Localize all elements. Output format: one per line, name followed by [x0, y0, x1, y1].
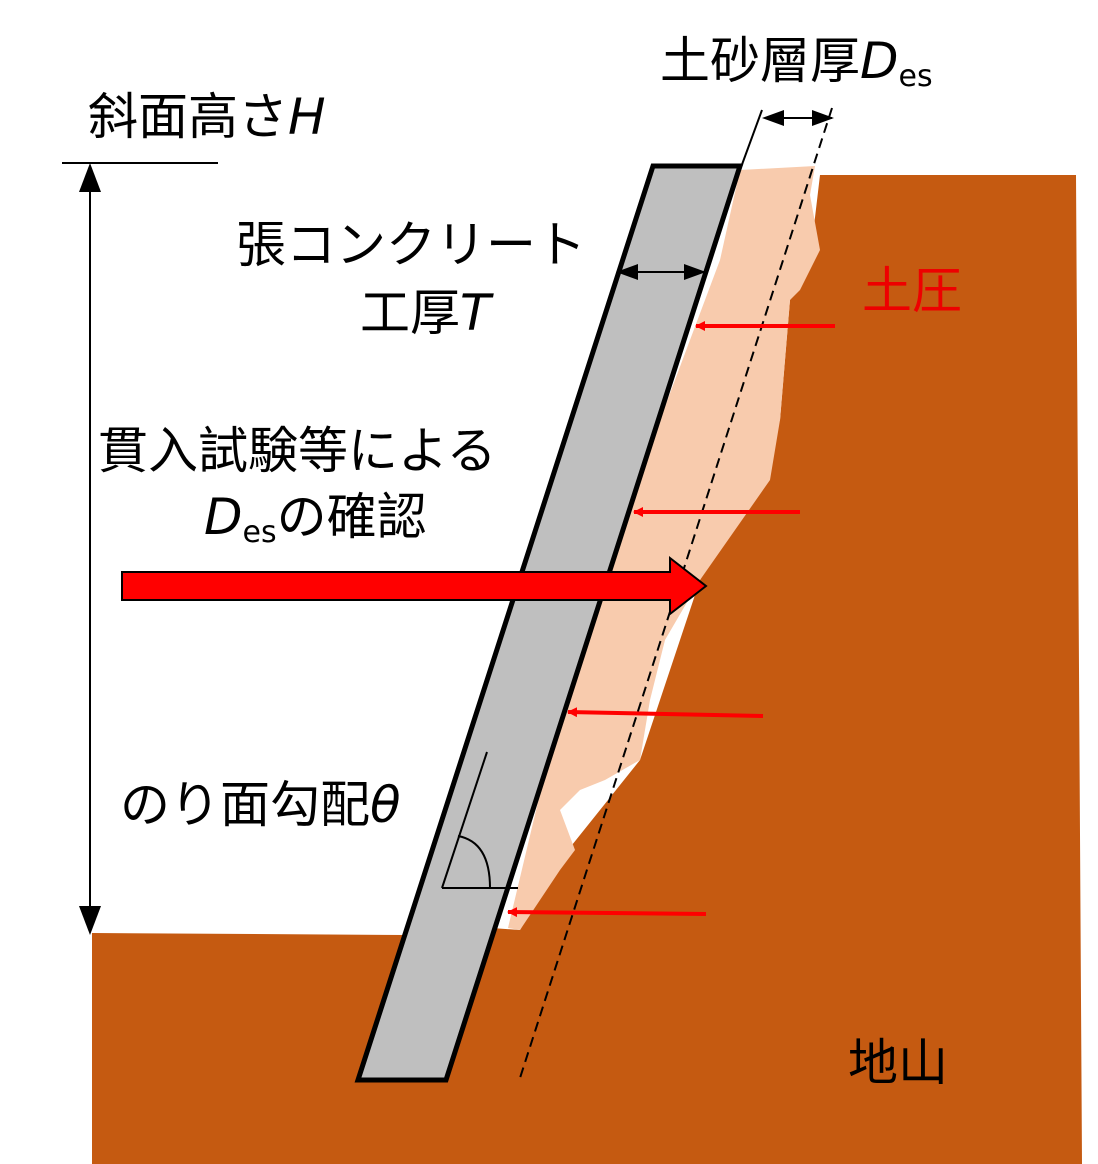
- soil-layer: [508, 166, 820, 930]
- soil-thickness-arrow-left: [762, 110, 784, 126]
- slope-height-label: 斜面高さH: [88, 88, 326, 146]
- concrete-thickness-arrow-left: [616, 264, 638, 280]
- concrete-thickness-label-line1: 張コンクリート: [236, 216, 586, 274]
- angle-vertical-line: [441, 751, 488, 889]
- earth-pressure-label: 土圧: [862, 262, 962, 320]
- earth-pressure-arrow-4: [507, 907, 707, 918]
- earth-pressure-arrow-3: [567, 707, 764, 718]
- penetration-test-label-line2: Desの確認: [204, 488, 427, 550]
- angle-arc: [457, 835, 491, 889]
- penetration-test-arrow: [121, 555, 708, 617]
- natural-ground: [92, 175, 1082, 1164]
- soil-thickness-left-tick: [739, 109, 763, 171]
- slope-gradient-label: のり面勾配θ: [120, 776, 401, 834]
- soil-thickness-arrow-right: [812, 110, 834, 126]
- penetration-test-label-line1: 貫入試験等による: [98, 422, 497, 480]
- natural-ground-label: 地山: [848, 1034, 948, 1092]
- soil-layer-dashed-line: [519, 107, 833, 1079]
- concrete-thickness-label-line2: 工厚T: [360, 284, 494, 342]
- concrete-thickness-arrow-right: [684, 264, 706, 280]
- slope-height-arrow-down: [79, 906, 101, 935]
- soil-thickness-label: 土砂層厚Des: [660, 32, 933, 94]
- slope-height-arrow-up: [79, 163, 101, 192]
